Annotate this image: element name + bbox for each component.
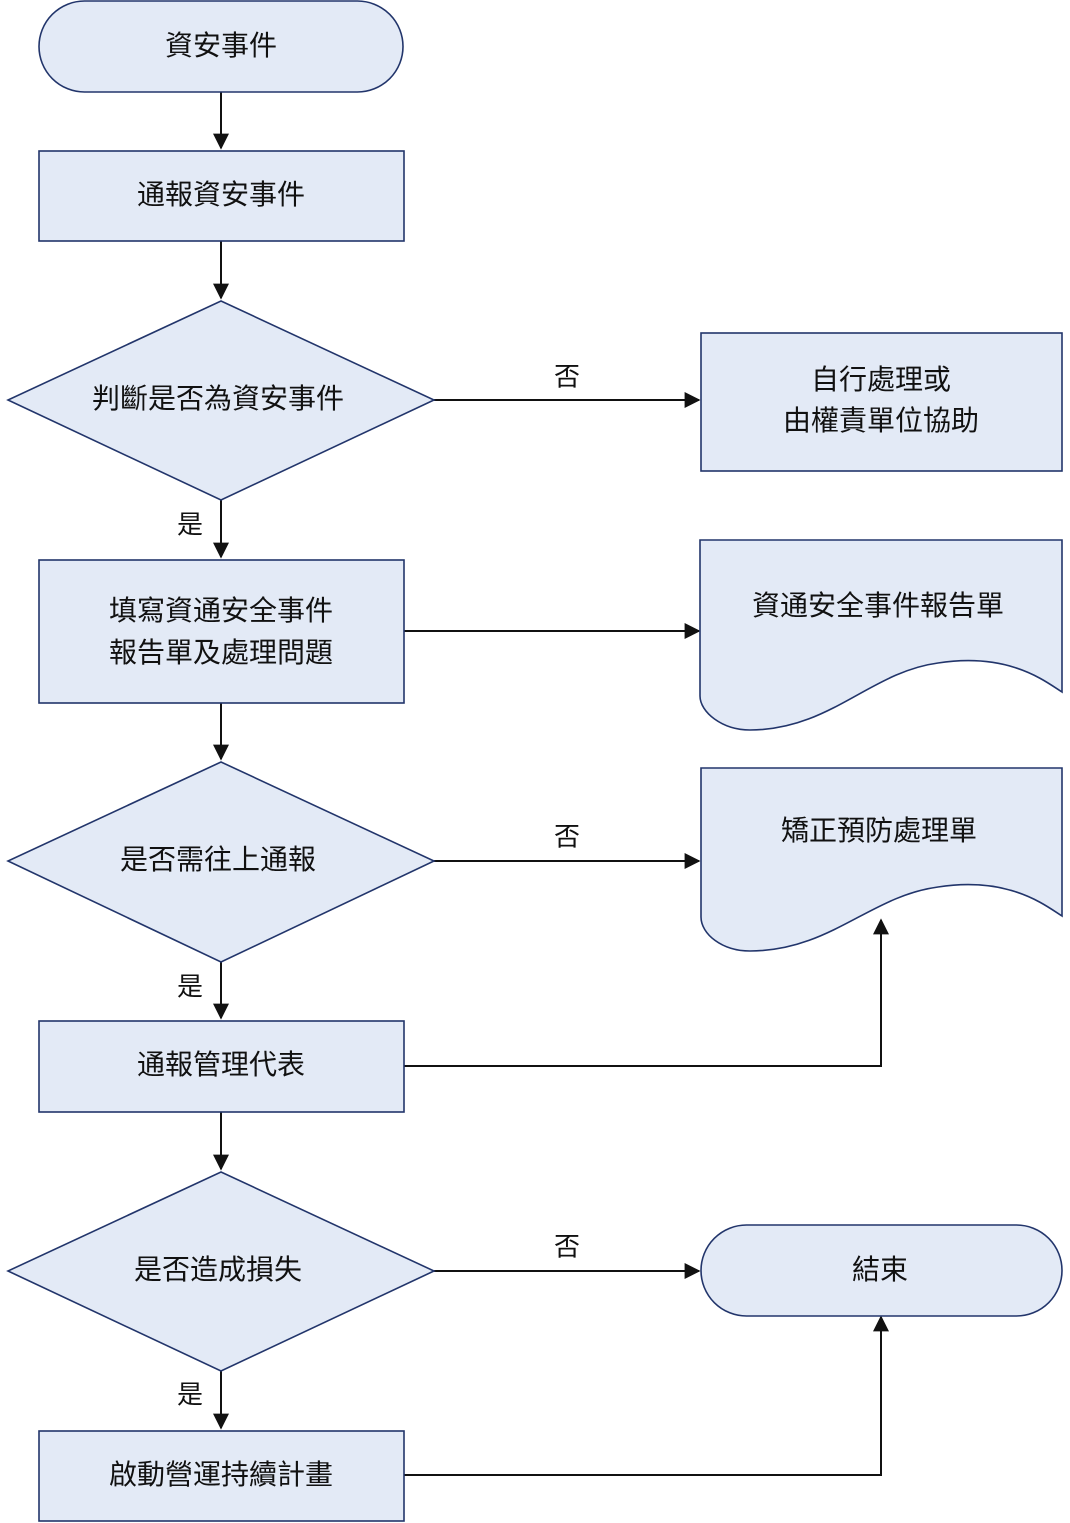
bcp-node: 啟動營運持續計畫: [38, 1430, 405, 1522]
corrective-document: 矯正預防處理單: [700, 767, 1063, 952]
decision-escalate-label: 是否需往上通報: [120, 843, 316, 876]
start-label: 資安事件: [165, 29, 277, 62]
decision-loss-no-label: 否: [554, 1233, 580, 1263]
edges: [213, 92, 889, 1476]
report-form-document-label: 資通安全事件報告單: [752, 589, 1004, 622]
report-incident-node: 通報資安事件: [38, 150, 405, 242]
fill-report-node: 填寫資通安全事件 報告單及處理問題: [38, 559, 405, 704]
decision-escalate-yes-label: 是: [177, 973, 203, 1003]
corrective-document-label: 矯正預防處理單: [781, 814, 977, 847]
decision-is-incident-label: 判斷是否為資安事件: [92, 382, 344, 415]
fill-report-line-2: 報告單及處理問題: [109, 636, 333, 669]
end-node: 結束: [700, 1224, 1063, 1317]
report-incident-label: 通報資安事件: [137, 178, 305, 211]
bcp-label: 啟動營運持續計畫: [109, 1458, 333, 1491]
decision-escalate: 是否需往上通報 否 是: [6, 761, 580, 1003]
notify-management-node: 通報管理代表: [38, 1020, 405, 1113]
decision-loss-label: 是否造成損失: [134, 1253, 302, 1286]
start-node: 資安事件: [38, 0, 404, 93]
decision-loss: 是否造成損失 否 是: [6, 1171, 580, 1411]
decision-is-incident-yes-label: 是: [177, 511, 203, 541]
self-handle-node: 自行處理或 由權責單位協助: [700, 332, 1063, 472]
arrow-notify-to-corrective: [404, 918, 889, 1067]
self-handle-line-1: 自行處理或: [811, 363, 951, 396]
decision-escalate-no-label: 否: [554, 823, 580, 853]
arrow-bcp-to-end: [404, 1315, 889, 1476]
self-handle-line-2: 由權責單位協助: [783, 404, 979, 437]
fill-report-line-1: 填寫資通安全事件: [109, 594, 333, 627]
report-form-document: 資通安全事件報告單: [699, 539, 1063, 731]
decision-loss-yes-label: 是: [177, 1381, 203, 1411]
decision-is-incident: 判斷是否為資安事件 否 是: [6, 300, 580, 541]
decision-is-incident-no-label: 否: [554, 363, 580, 393]
notify-management-label: 通報管理代表: [137, 1048, 305, 1081]
end-label: 結束: [852, 1253, 908, 1286]
